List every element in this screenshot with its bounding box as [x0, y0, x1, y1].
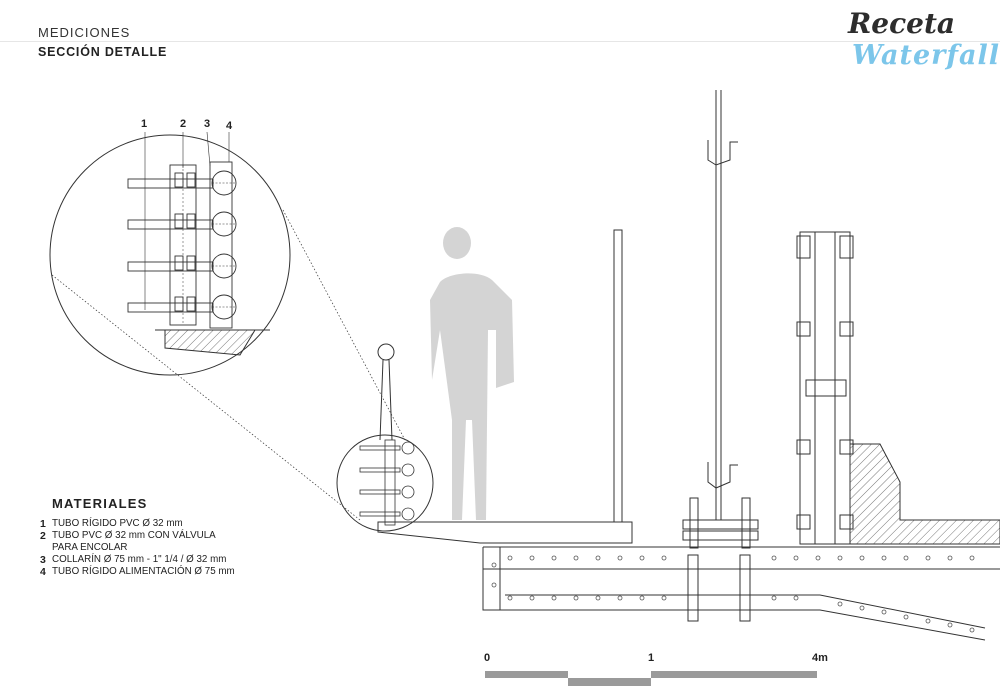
- brand-logo-line2: Waterfall: [852, 40, 1000, 71]
- material-text: TUBO RÍGIDO ALIMENTACIÓN Ø 75 mm: [52, 566, 235, 577]
- brand-logo-line1: Receta: [848, 7, 956, 40]
- glass-panel: [613, 229, 623, 523]
- material-item: 1 TUBO RÍGIDO PVC Ø 32 mm: [40, 518, 282, 530]
- material-text: COLLARÍN Ø 75 mm - 1" 1/4 / Ø 32 mm: [52, 554, 227, 565]
- material-item: 4 TUBO RÍGIDO ALIMENTACIÓN Ø 75 mm: [40, 566, 282, 578]
- header-divider: [0, 41, 1000, 42]
- scale-label-0: 0: [484, 652, 491, 664]
- page-subtitle: SECCIÓN DETALLE: [38, 45, 168, 59]
- material-number: 1: [40, 518, 46, 530]
- material-item: 3 COLLARÍN Ø 75 mm - 1" 1/4 / Ø 32 mm: [40, 554, 282, 566]
- steel-beam: [482, 546, 1000, 641]
- scale-bar: [485, 671, 817, 686]
- scale-label-1: 1: [648, 652, 655, 664]
- material-number: 3: [40, 554, 46, 566]
- detail-small: [336, 434, 434, 532]
- detail-zoom: [49, 131, 406, 521]
- callout-3: 3: [204, 118, 211, 130]
- material-text: TUBO RÍGIDO PVC Ø 32 mm: [52, 518, 183, 529]
- beam-rivets: [491, 555, 975, 633]
- suspension-rod: [682, 90, 759, 622]
- scale-label-4m: 4m: [812, 652, 828, 664]
- callout-1: 1: [141, 118, 148, 130]
- hatched-wall: [849, 443, 1000, 545]
- material-number: 4: [40, 566, 46, 578]
- callout-4: 4: [226, 120, 233, 132]
- column: [796, 231, 854, 545]
- callout-2: 2: [180, 118, 187, 130]
- pipe-row: [127, 170, 237, 196]
- railing: [377, 343, 395, 441]
- person-silhouette: [430, 227, 514, 520]
- material-item: 2 TUBO PVC Ø 32 mm CON VÁLVULA PARA ENCOL…: [40, 530, 227, 554]
- material-number: 2: [40, 530, 46, 542]
- material-text: TUBO PVC Ø 32 mm CON VÁLVULA PARA ENCOLA…: [52, 530, 216, 553]
- materials-title: MATERIALES: [52, 496, 148, 511]
- pipe-row: [127, 294, 237, 320]
- pipe-row: [127, 253, 237, 279]
- deck-slab: [377, 521, 633, 544]
- section-title: MEDICIONES: [38, 25, 131, 40]
- pipe-row: [127, 211, 237, 237]
- materials-list: 1 TUBO RÍGIDO PVC Ø 32 mm 2 TUBO PVC Ø 32 …: [40, 518, 282, 578]
